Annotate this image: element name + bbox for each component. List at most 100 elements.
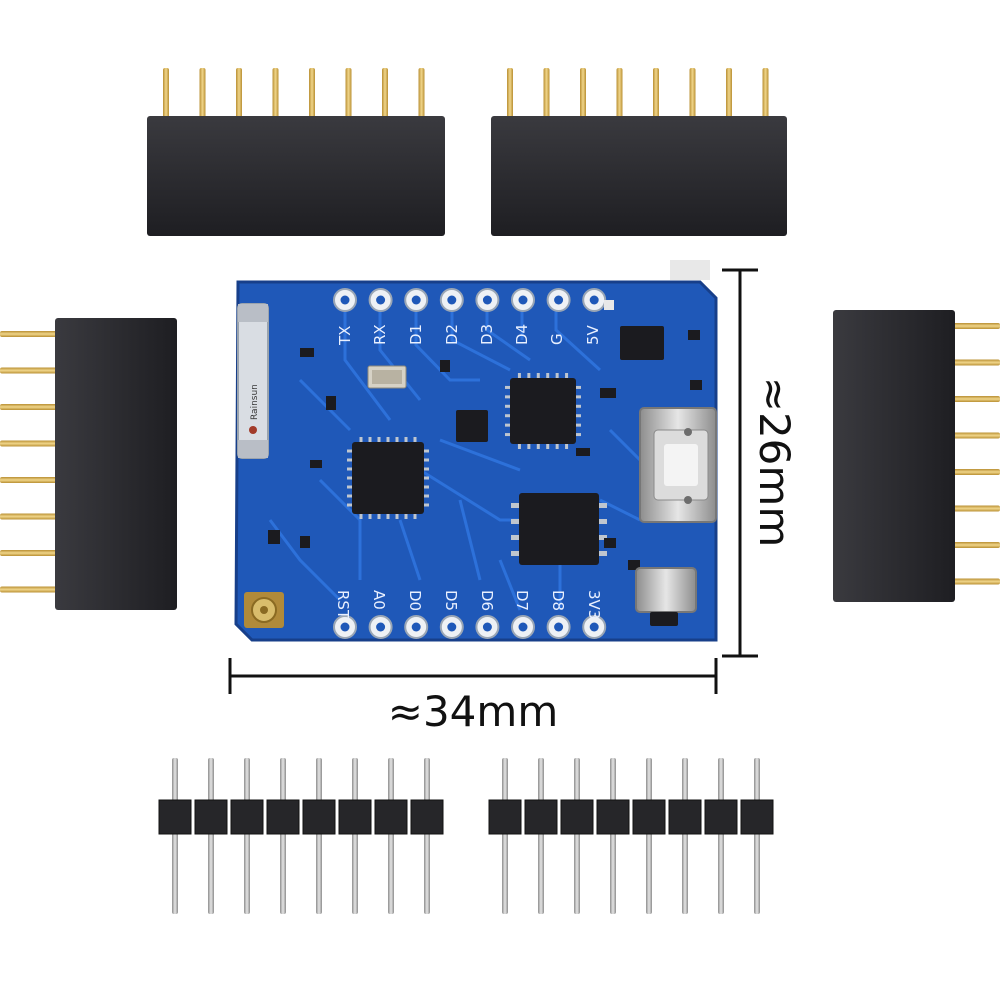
silver-pin [280,758,286,914]
chip-pin [413,437,417,442]
chip-pin [424,503,429,507]
chip-pin [505,414,510,418]
gold-pin [0,404,58,410]
flash-chip [519,493,599,565]
chip-pin [424,467,429,471]
gold-pin [952,396,1000,402]
gold-pin [507,68,513,118]
chip-pin [424,485,429,489]
pcb-traces [268,300,642,611]
chip-pin [599,551,607,556]
top-pin-holes [333,288,607,312]
chip-pin [368,437,372,442]
pin-label-a0: A0 [370,590,388,610]
gold-pin [0,550,58,556]
chip-pin [505,385,510,389]
pin-label-d5: D5 [442,590,460,611]
gold-pin [580,68,586,118]
chip-pin [505,423,510,427]
gold-pin [0,586,58,593]
pin-hole-center [447,622,457,632]
chip-pin [565,373,569,378]
female-header-top-left [147,68,445,236]
chip-pin [511,503,519,508]
female-header-top-right [491,68,787,236]
reset-button [635,567,697,626]
gold-pin [952,578,1000,585]
chip-pin [505,395,510,399]
width-dimension-label: ≈34mm [388,687,558,736]
silver-pin [646,758,652,914]
gold-pin [952,542,1000,548]
chip-pin [424,449,429,453]
silver-pin [208,758,214,914]
male-header-left [158,758,444,914]
chip-pin [424,476,429,480]
pin-hole-center [518,622,528,632]
gold-pin [689,68,696,118]
plastic-block [632,799,666,835]
plastic-block [704,799,738,835]
gold-pin [272,68,279,118]
chip-pin [347,467,352,471]
pin-hole-center [376,295,386,305]
header-pins [163,68,425,118]
female-header-left [0,318,177,610]
gold-pin [309,68,315,118]
chip-pin [347,476,352,480]
gold-pin [952,323,1000,329]
chip-pin [555,373,559,378]
silver-pin [352,758,358,914]
plastic-block [740,799,774,835]
chip-pin [368,514,372,519]
header-pins [507,68,769,118]
chip-pin [517,444,521,449]
wemos-d1-mini-board: TX RX D1 D2 D3 D4 G 5V RST A0 D0 D5 D6 D… [234,260,718,642]
silver-pin [718,758,724,914]
chip-pin [576,404,581,408]
pin-hole-center [482,622,492,632]
silver-pin [502,758,508,914]
chip-pin [511,535,519,540]
chip-pin [536,444,540,449]
chip-pin [359,514,363,519]
esp8285-chip [510,378,576,444]
pin-hole-center [482,295,492,305]
chip-pin [555,444,559,449]
pin-label-g: G [548,333,566,345]
gold-pin [199,68,206,118]
pin-label-d0: D0 [406,590,424,611]
pin-hole-center [340,622,350,632]
header-plastic [488,799,774,835]
pin-hole-center [447,295,457,305]
chip-pin [517,373,521,378]
male-header-right [488,758,774,914]
gold-pin [0,513,58,520]
plastic-block [668,799,702,835]
pin-label-d1: D1 [407,324,425,345]
gold-pin [726,68,732,118]
silver-pin [172,758,178,914]
pin-label-d3: D3 [478,324,496,345]
chip-pin [347,494,352,498]
chip-pin [505,404,510,408]
antenna-label: Rainsun [250,384,260,420]
gold-pin [163,68,169,118]
pin-label-d2: D2 [443,324,461,345]
chip-pin [599,535,607,540]
pin-label-d7: D7 [513,590,531,611]
gold-pin [0,440,58,447]
pin-label-rx: RX [371,324,389,345]
header-pins [502,758,760,914]
top-pin-labels: TX RX D1 D2 D3 D4 G 5V [336,324,602,346]
header-pins [0,331,58,593]
gold-pin [418,68,425,118]
bottom-pin-holes [333,615,607,639]
pin-hole-center [589,295,599,305]
chip-pin [511,519,519,524]
plastic-block [488,799,522,835]
pin-hole-center [518,295,528,305]
silver-pin [424,758,430,914]
gold-pin [616,68,623,118]
chip-pin [404,437,408,442]
